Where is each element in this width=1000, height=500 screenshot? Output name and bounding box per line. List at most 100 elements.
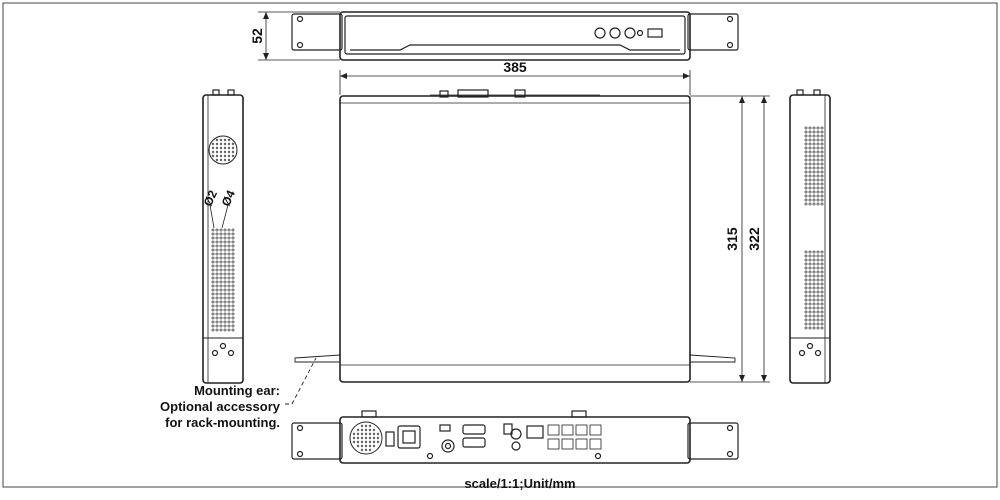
fan-grille-dots — [352, 424, 380, 452]
vent-hole — [808, 274, 812, 278]
rear-tab — [571, 410, 587, 418]
top-right-ear — [689, 354, 736, 363]
ear-hole — [296, 41, 304, 49]
front-usb-port — [647, 28, 663, 38]
vent-hole — [820, 266, 824, 270]
vent-hole — [223, 284, 227, 288]
poe-port-icon — [589, 424, 602, 436]
vent-hole — [219, 236, 223, 240]
vent-hole — [223, 292, 227, 296]
vent-hole — [808, 134, 812, 138]
vent-hole — [812, 318, 816, 322]
vent-hole — [808, 158, 812, 162]
top-width-label: 385 — [503, 59, 527, 75]
vent-hole — [812, 190, 816, 194]
vent-hole — [223, 300, 227, 304]
vent-hole — [804, 250, 808, 254]
vent-hole — [804, 186, 808, 190]
fan-hole — [372, 440, 376, 444]
vent-hole — [231, 304, 235, 308]
vent-hole — [231, 236, 235, 240]
vent-hole — [211, 324, 215, 328]
vent-hole — [223, 240, 227, 244]
vent-hole — [820, 162, 824, 166]
audio-port-icon — [441, 439, 455, 453]
vent-hole — [820, 154, 824, 158]
vent-hole — [812, 130, 816, 134]
vent-hole — [227, 252, 231, 256]
vent-hole — [812, 282, 816, 286]
vent-hole — [211, 308, 215, 312]
vent-hole — [816, 198, 820, 202]
vent-hole — [812, 270, 816, 274]
vent-hole — [227, 304, 231, 308]
rear-right-ear — [687, 422, 739, 460]
vent-hole — [808, 322, 812, 326]
vent-hole — [219, 304, 223, 308]
vent-hole — [820, 258, 824, 262]
fan-hole — [368, 436, 372, 440]
vent-hole — [816, 126, 820, 130]
vent-hole — [231, 292, 235, 296]
vent-hole — [211, 248, 215, 252]
poe-ports — [547, 424, 602, 450]
vent-hole — [211, 228, 215, 232]
vent-hole — [211, 304, 215, 308]
vent-hole — [820, 190, 824, 194]
vent-hole — [808, 174, 812, 178]
vent-hole — [820, 294, 824, 298]
vent-hole — [804, 142, 808, 146]
vent-hole — [804, 146, 808, 150]
grille-hole — [211, 142, 215, 146]
vent-hole — [820, 174, 824, 178]
vent-hole — [211, 252, 215, 256]
grille-hole — [219, 150, 223, 154]
vent-hole — [812, 302, 816, 306]
vent-hole — [816, 266, 820, 270]
leader-line — [209, 204, 215, 229]
vent-hole — [227, 264, 231, 268]
vent-hole — [223, 324, 227, 328]
vent-hole — [223, 304, 227, 308]
vent-hole — [812, 298, 816, 302]
vent-hole — [816, 182, 820, 186]
vent-hole — [808, 130, 812, 134]
vent-hole — [804, 150, 808, 154]
vent-hole — [227, 328, 231, 332]
grille-hole — [219, 158, 223, 162]
vent-hole — [808, 262, 812, 266]
vent-hole — [808, 146, 812, 150]
vent-hole — [215, 268, 219, 272]
vent-hole — [816, 286, 820, 290]
vent-hole — [211, 244, 215, 248]
vent-hole — [215, 272, 219, 276]
vent-hole — [219, 284, 223, 288]
vent-hole — [812, 202, 816, 206]
vent-hole — [808, 202, 812, 206]
ear-hole — [227, 349, 235, 357]
vent-hole — [820, 274, 824, 278]
vent-hole — [820, 314, 824, 318]
poe-port-icon — [561, 438, 574, 450]
screw-icon — [426, 452, 434, 460]
fan-hole — [368, 424, 372, 428]
vent-hole — [804, 290, 808, 294]
vent-hole — [219, 268, 223, 272]
vent-hole — [211, 232, 215, 236]
vent-hole — [231, 244, 235, 248]
vent-hole — [227, 284, 231, 288]
vent-hole — [219, 280, 223, 284]
vent-hole — [231, 240, 235, 244]
vent-hole — [227, 308, 231, 312]
vent-hole — [227, 236, 231, 240]
vent-hole — [812, 138, 816, 142]
vent-hole — [211, 284, 215, 288]
vent-hole — [808, 294, 812, 298]
vent-hole — [820, 138, 824, 142]
vent-hole — [812, 306, 816, 310]
vent-hole — [211, 272, 215, 276]
vent-hole — [211, 268, 215, 272]
ground-icon — [511, 441, 521, 451]
